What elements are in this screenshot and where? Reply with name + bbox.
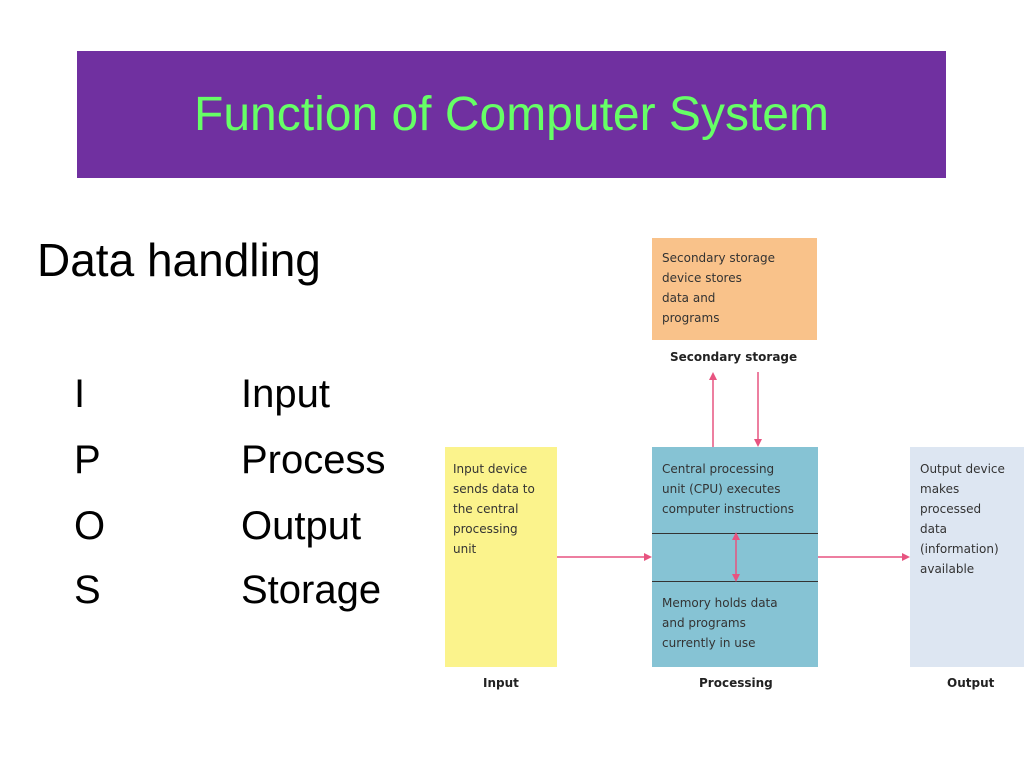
output-text: Output device makes processed data (informat… [920, 459, 1014, 579]
text-line: and programs [662, 616, 746, 630]
ipos-letter: S [74, 568, 101, 612]
input-label: Input [483, 676, 519, 690]
text-line: unit (CPU) executes [662, 482, 781, 496]
processing-box: Central processing unit (CPU) executes com… [652, 447, 818, 667]
text-line: available [920, 562, 975, 576]
text-line: data and [662, 291, 716, 305]
text-line: sends data to [453, 482, 535, 496]
ipos-word: Storage [241, 568, 382, 612]
text-line: data [920, 522, 948, 536]
text-line: currently in use [662, 636, 756, 650]
output-label: Output [947, 676, 995, 690]
processing-label: Processing [699, 676, 773, 690]
ipos-word: Process [241, 438, 386, 482]
ipos-word: Output [241, 504, 362, 548]
ipos-word: Input [241, 372, 330, 416]
memory-text: Memory holds data and programs currently i… [662, 593, 812, 653]
section-heading: Data handling [37, 234, 321, 286]
ipos-letter: P [74, 438, 101, 482]
text-line: unit [453, 542, 477, 556]
cpu-text: Central processing unit (CPU) executes com… [662, 459, 812, 519]
text-line: Memory holds data [662, 596, 778, 610]
input-text: Input device sends data to the central proc… [453, 459, 549, 559]
text-line: device stores [662, 271, 742, 285]
text-line: Input device [453, 462, 528, 476]
text-line: (information) [920, 542, 999, 556]
title-bar: Function of Computer System [77, 51, 946, 178]
input-box: Input device sends data to the central proc… [445, 447, 557, 667]
text-line: processed [920, 502, 982, 516]
text-line: computer instructions [662, 502, 794, 516]
ipos-letter: O [74, 504, 106, 548]
text-line: Output device [920, 462, 1005, 476]
text-line: makes [920, 482, 960, 496]
secondary-storage-box: Secondary storage device stores data and pr… [652, 238, 817, 340]
text-line: processing [453, 522, 518, 536]
secondary-storage-label: Secondary storage [670, 350, 798, 364]
text-line: Central processing [662, 462, 775, 476]
text-line: Secondary storage [662, 251, 775, 265]
slide-title: Function of Computer System [194, 88, 829, 141]
text-line: programs [662, 311, 720, 325]
ipos-letter: I [74, 372, 86, 416]
output-box: Output device makes processed data (informat… [910, 447, 1024, 667]
secondary-storage-text: Secondary storage device stores data and pr… [662, 248, 807, 328]
text-line: the central [453, 502, 519, 516]
